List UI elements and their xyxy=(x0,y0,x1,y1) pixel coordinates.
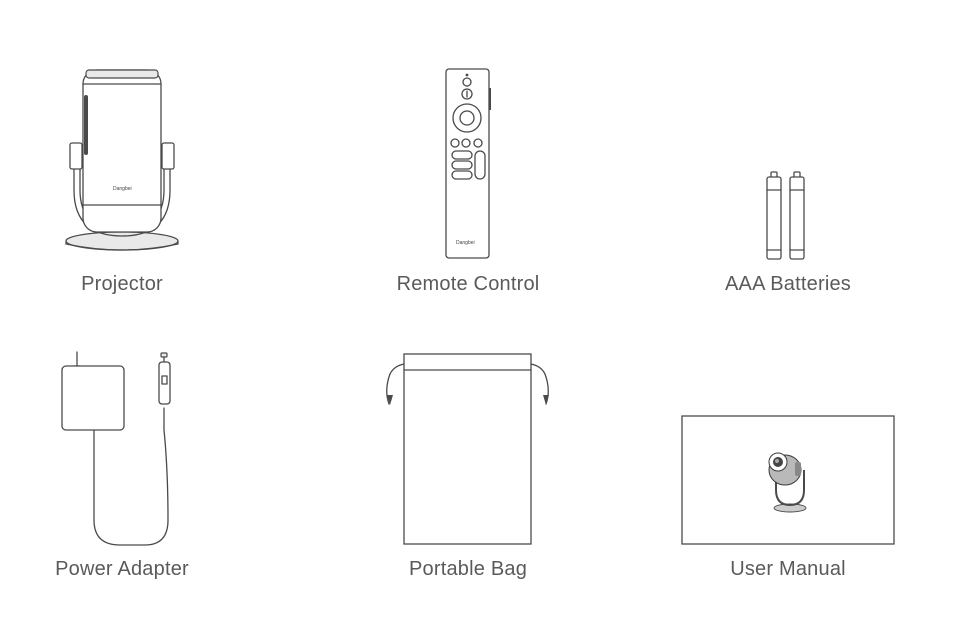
item-label-aaa-batteries: AAA Batteries xyxy=(725,273,851,295)
projector-brand: Dangbei xyxy=(113,186,132,192)
remote-brand: Dangbei xyxy=(456,240,475,246)
item-label-portable-bag: Portable Bag xyxy=(408,558,528,580)
item-label-power-adapter: Power Adapter xyxy=(55,558,189,580)
manual-cover-projector-icon xyxy=(768,452,807,513)
item-label-projector: Projector xyxy=(81,273,163,295)
item-label-remote-control: Remote Control xyxy=(396,273,540,295)
item-label-user-manual: User Manual xyxy=(730,558,846,580)
